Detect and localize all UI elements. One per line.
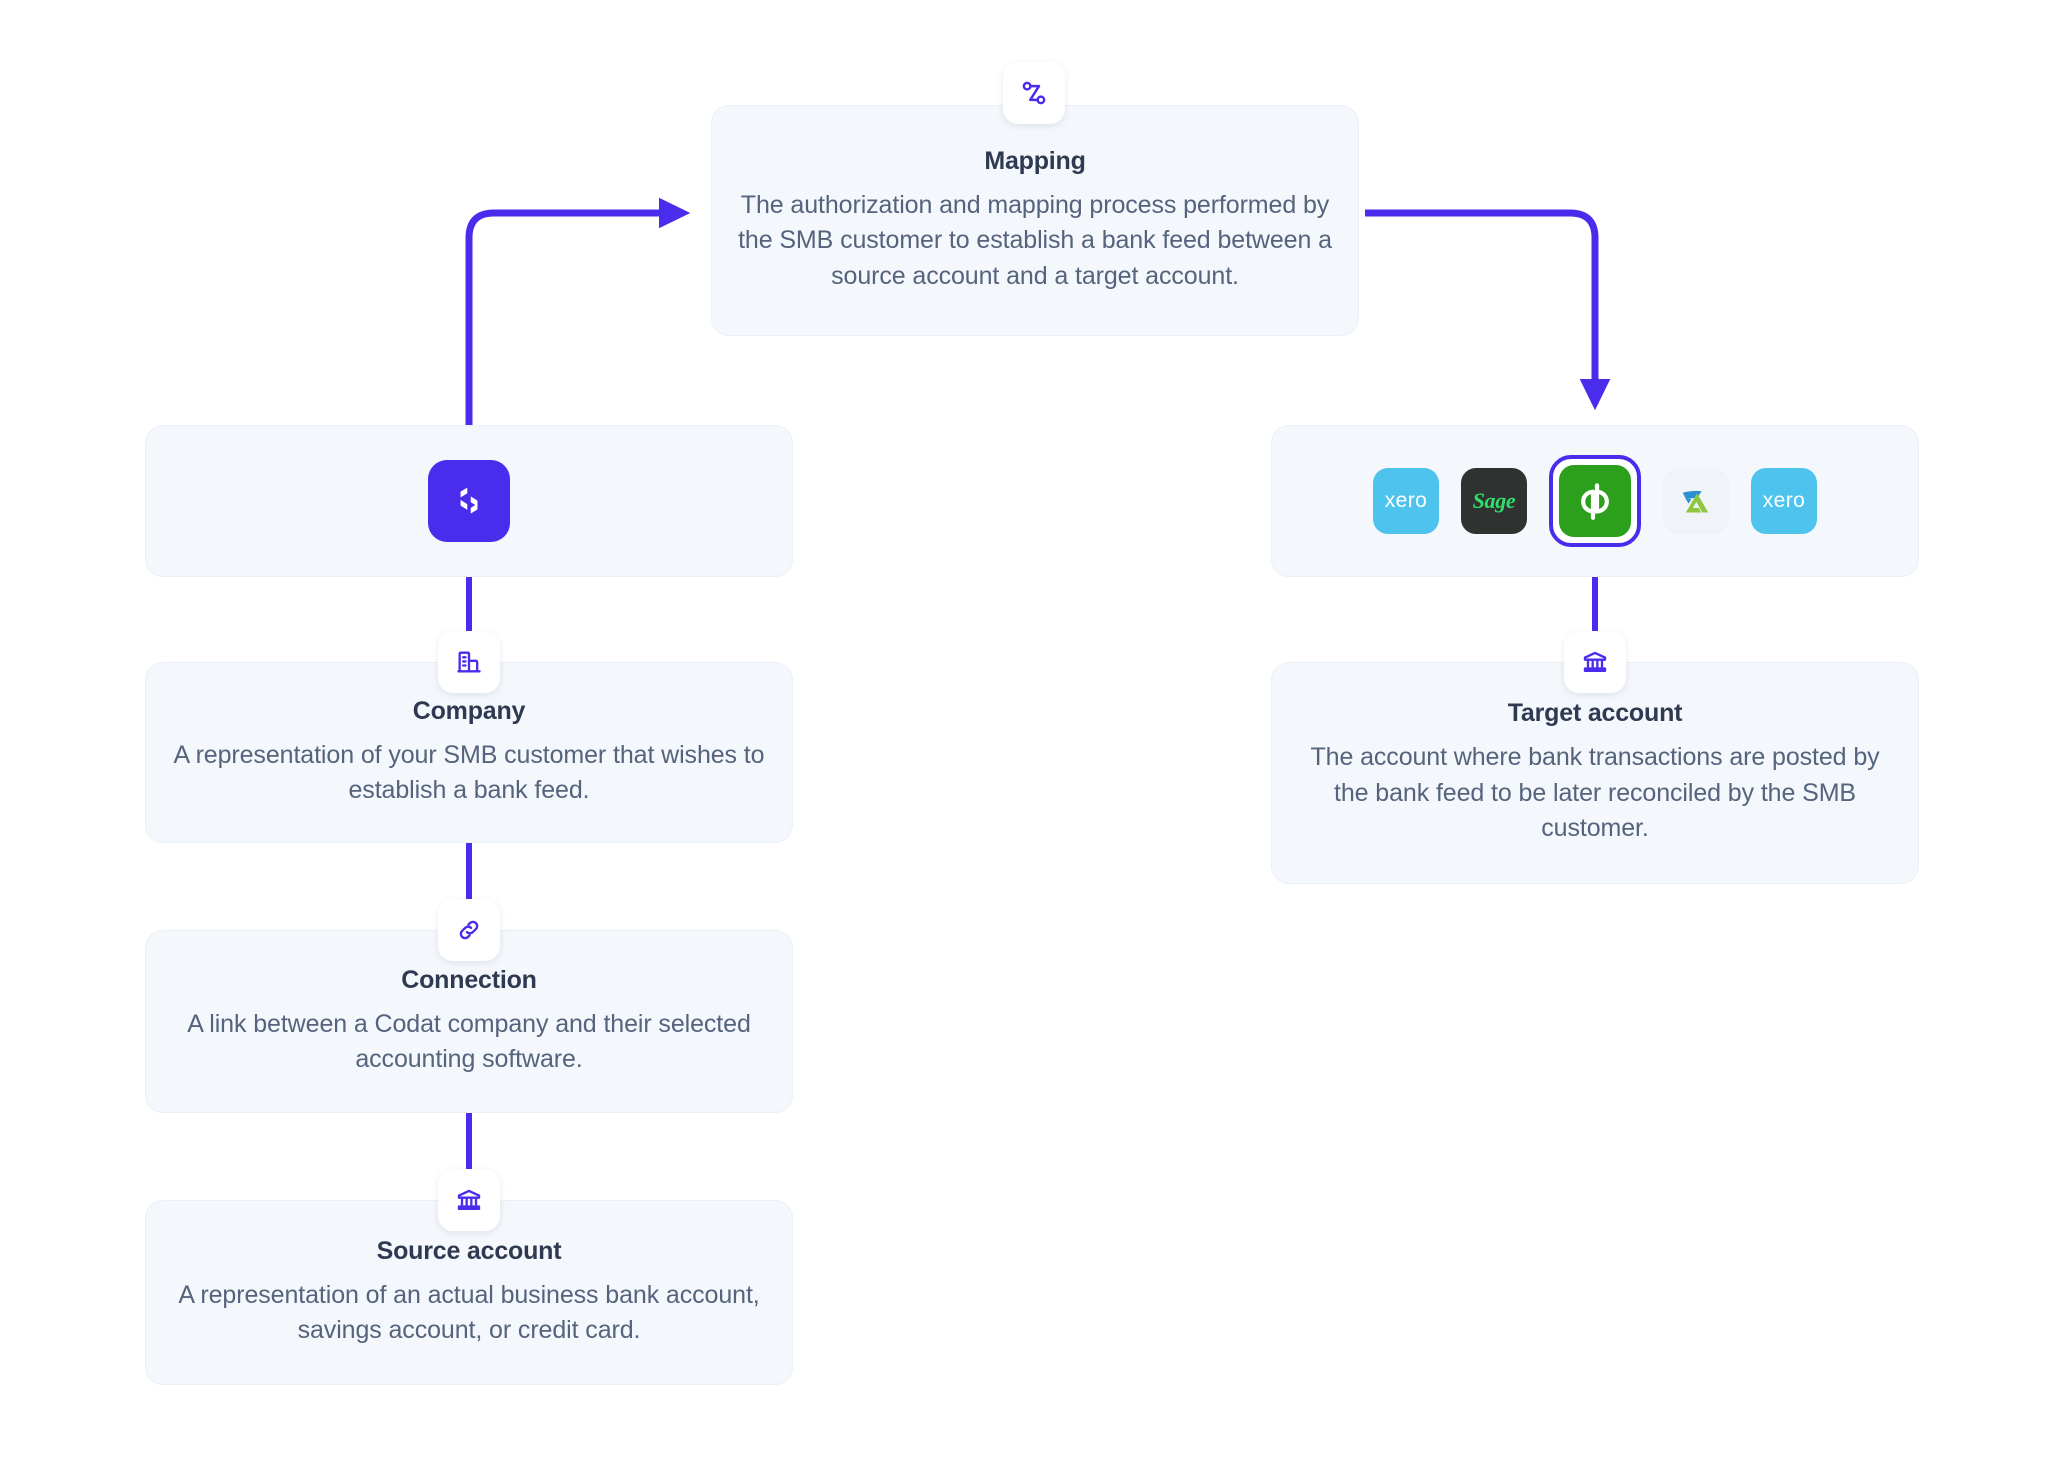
integration-logo-row: xero Sage	[1373, 455, 1817, 547]
route-icon	[1019, 78, 1049, 108]
mapping-description: The authorization and mapping process pe…	[738, 190, 1332, 290]
company-title: Company	[412, 696, 526, 725]
mapping-card: Mapping The authorization and mapping pr…	[711, 105, 1359, 336]
bank-icon	[1581, 648, 1609, 676]
quickbooks-logo-selected-ring[interactable]	[1549, 455, 1641, 547]
freeagent-logo-icon[interactable]	[1663, 468, 1729, 534]
company-description: A representation of your SMB customer th…	[173, 740, 765, 805]
building-icon	[455, 648, 483, 676]
connection-description: A link between a Codat company and their…	[187, 1009, 751, 1074]
connector-codat-to-mapping	[465, 197, 691, 425]
integrations-card: xero Sage	[1271, 425, 1919, 577]
target-account-icon-chip	[1564, 631, 1626, 693]
sage-logo-icon[interactable]: Sage	[1461, 468, 1527, 534]
codat-logo-icon	[428, 460, 510, 542]
source-account-icon-chip	[438, 1169, 500, 1231]
bank-icon	[455, 1186, 483, 1214]
connector-mapping-to-integrations	[1365, 209, 1611, 411]
link-icon	[455, 916, 483, 944]
quickbooks-logo-icon	[1559, 465, 1631, 537]
source-account-description: A representation of an actual business b…	[178, 1280, 760, 1345]
target-account-card: Target account The account where bank tr…	[1271, 662, 1919, 884]
sage-logo-label: Sage	[1472, 488, 1516, 513]
xero-logo-label: xero	[1384, 489, 1428, 512]
source-account-title: Source account	[376, 1236, 562, 1265]
company-icon-chip	[438, 631, 500, 693]
xero-logo-icon[interactable]: xero	[1373, 468, 1439, 534]
codat-platform-card	[145, 425, 793, 577]
xero-logo-icon-2[interactable]: xero	[1751, 468, 1817, 534]
target-account-title: Target account	[1507, 699, 1683, 728]
mapping-title: Mapping	[984, 146, 1086, 175]
xero-logo-label-2: xero	[1762, 489, 1806, 512]
target-account-description: The account where bank transactions are …	[1310, 743, 1880, 843]
connection-title: Connection	[401, 965, 537, 994]
connection-icon-chip	[438, 899, 500, 961]
mapping-icon-chip	[1003, 62, 1065, 124]
